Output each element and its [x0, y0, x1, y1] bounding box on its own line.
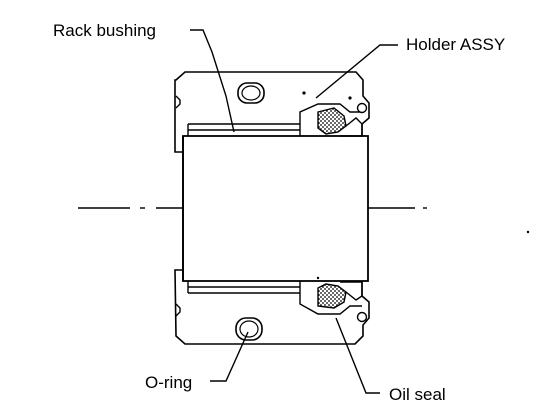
o-ring-bottom	[235, 317, 263, 341]
leader-oil-seal	[335, 317, 380, 394]
o-ring-small-bottom	[356, 311, 368, 323]
label-o-ring: O-ring	[145, 373, 192, 392]
leader-holder-assy	[315, 44, 398, 99]
rack-bushing-upper	[187, 123, 301, 136]
oil-seal-upper	[317, 107, 347, 135]
holder-inner-lower	[299, 293, 362, 315]
leader-o-ring	[210, 331, 249, 382]
mark-dot	[526, 230, 530, 234]
label-oil-seal: Oil seal	[389, 385, 446, 404]
label-holder-assy: Holder ASSY	[406, 35, 505, 54]
label-rack-bushing: Rack bushing	[53, 21, 156, 40]
oil-seal-lower-cup	[340, 281, 363, 301]
rack-shaft	[182, 135, 369, 282]
oil-seal-lower	[317, 283, 347, 309]
o-ring-top	[237, 82, 265, 104]
leader-lines	[190, 29, 398, 394]
mark-dot	[302, 91, 306, 95]
mark-dot	[348, 96, 352, 100]
holder-inner-upper	[299, 103, 362, 124]
mark-dot	[316, 276, 320, 280]
rack-bushing-lower	[187, 281, 301, 294]
leader-rack-bushing	[190, 29, 235, 133]
housing-notches	[175, 95, 181, 317]
oil-seal-upper-cup	[340, 117, 363, 137]
o-ring-small-top	[356, 102, 368, 114]
